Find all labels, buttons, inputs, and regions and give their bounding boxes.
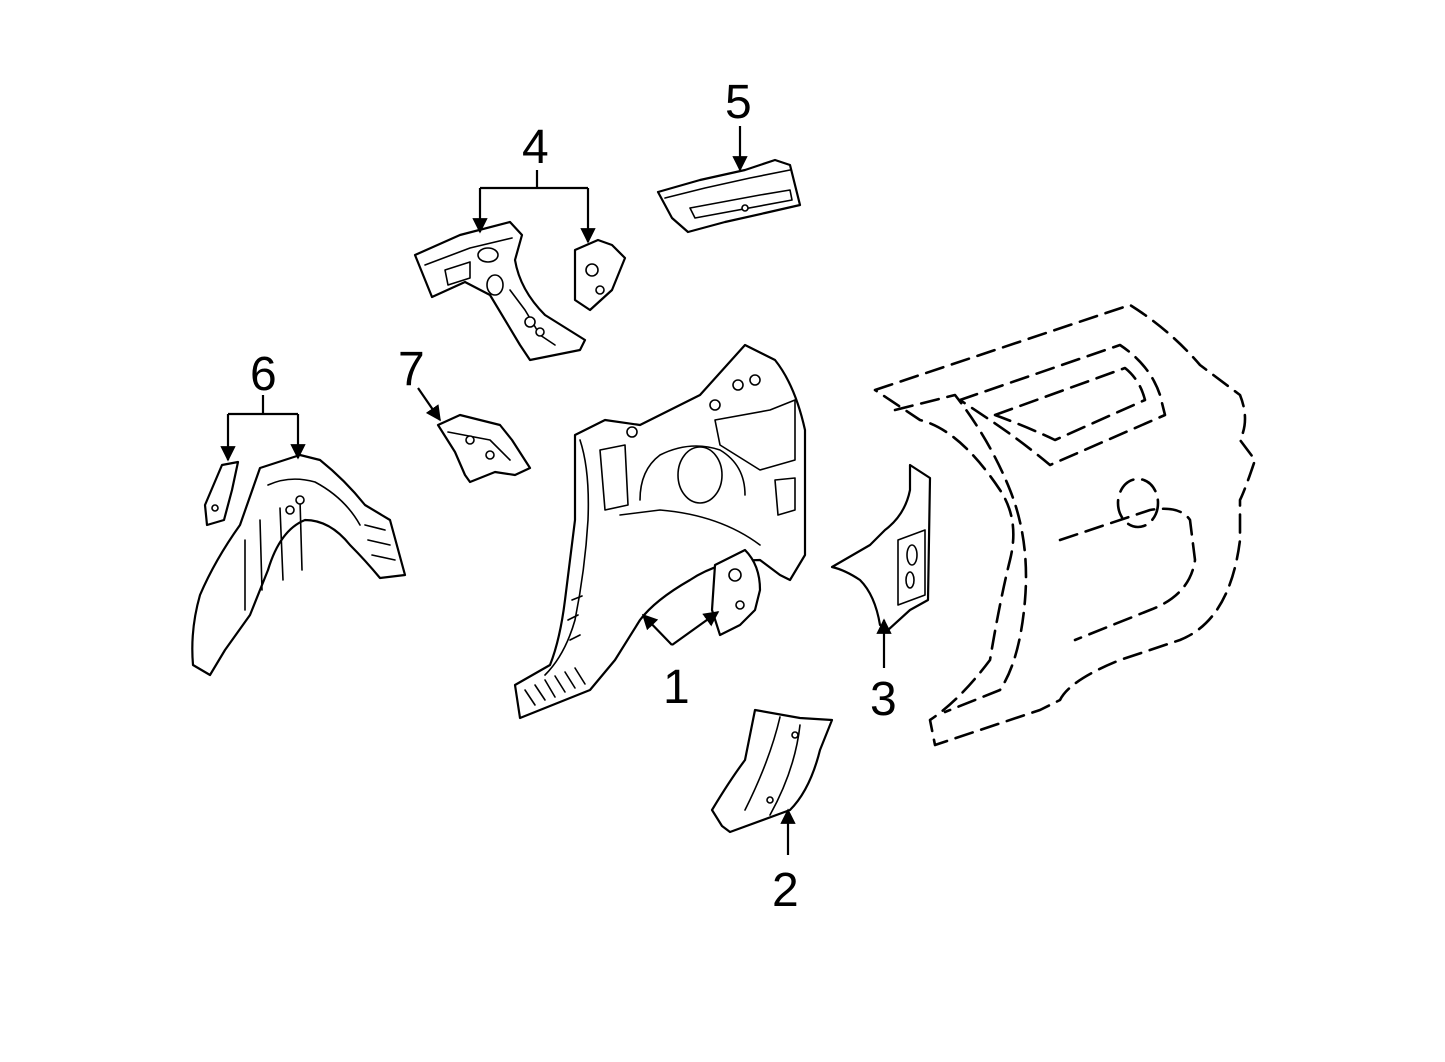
callout-7: 7 — [398, 343, 425, 396]
part-1-bracket — [710, 548, 762, 637]
part-5-roof-rail-extension — [656, 158, 802, 234]
part-3-pillar-reinforcement — [830, 463, 932, 632]
callout-4: 4 — [522, 121, 549, 174]
callout-1: 1 — [663, 661, 690, 714]
callout-5: 5 — [725, 76, 752, 129]
part-7-gusset — [436, 413, 532, 484]
leader-lines — [220, 126, 892, 855]
part-2-lower-extension — [710, 708, 834, 834]
part-1-inner-quarter-panel — [513, 343, 807, 720]
part-4-small-bracket — [573, 238, 627, 312]
part-6-wheelhouse — [191, 453, 407, 677]
callout-3: 3 — [870, 673, 897, 726]
outer-quarter-panel-reference — [873, 303, 1257, 747]
callout-6: 6 — [250, 348, 277, 401]
callout-2: 2 — [772, 864, 799, 917]
part-4-upper-reinforcement — [413, 220, 587, 362]
part-6-small-bracket — [203, 460, 240, 527]
